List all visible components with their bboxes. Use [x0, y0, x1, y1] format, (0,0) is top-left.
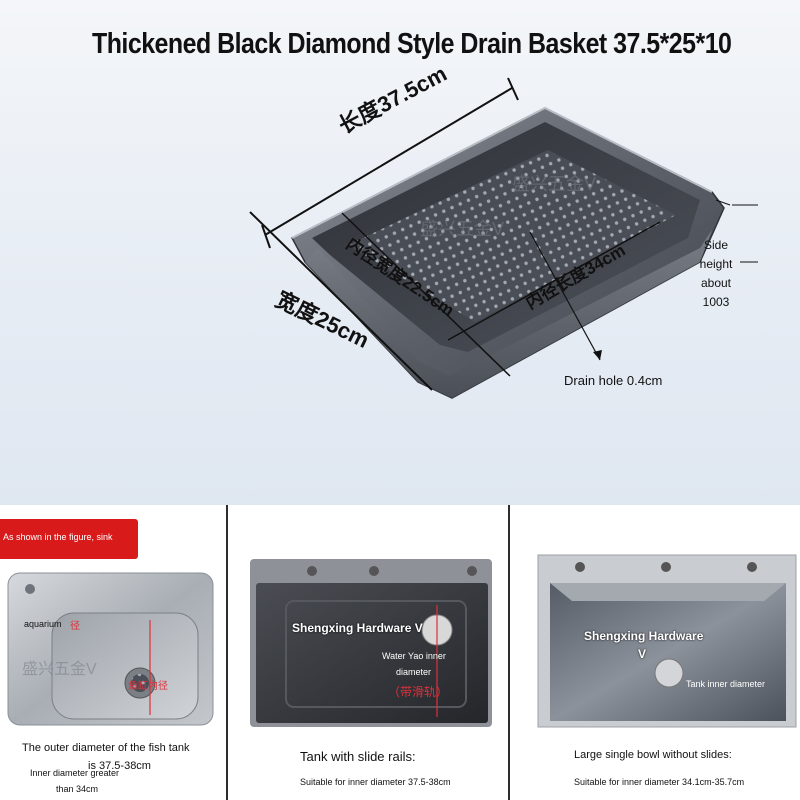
steel-sink-illustration — [7, 572, 214, 726]
inner-diameter-label: diameter — [396, 667, 432, 677]
caption-title: Large single bowl without slides: — [574, 749, 732, 761]
aquarium-label: aquarium — [24, 619, 62, 629]
caption-line: The outer diameter of the fish tank — [22, 742, 190, 754]
watermark: 盛兴五金V — [512, 174, 597, 194]
caption-line: than 34cm — [56, 784, 99, 794]
caption-line: Inner diameter greater — [30, 768, 120, 778]
inner-diameter-label: Tank inner diameter — [686, 679, 766, 689]
inner-length-line — [447, 221, 661, 341]
inner-diameter-label: Water Yao inner — [382, 651, 446, 661]
note-tag: As shown in the figure, sink — [0, 519, 138, 559]
side-height-label: Side height about 1003 — [699, 238, 733, 309]
diameter-mark: 径 — [70, 621, 80, 632]
drain-basket-illustration — [249, 77, 758, 399]
panel-slide-rail-sink: Shengxing Hardware V Water Yao inner dia… — [226, 505, 508, 800]
basket-front-wall — [305, 230, 712, 398]
watermark: 盛兴五金V — [420, 219, 505, 239]
large-bowl-illustration — [537, 554, 797, 728]
product-title: Thickened Black Diamond Style Drain Bask… — [92, 28, 732, 60]
slide-rail-label: （带滑轨） — [388, 685, 449, 699]
length-dimension-line — [264, 87, 513, 236]
drain-hole-label: Drain hole 0.4cm — [564, 373, 663, 388]
brand-label: Shengxing Hardware — [584, 629, 704, 643]
caption-subtitle: Suitable for inner diameter 34.1cm-35.7c… — [574, 777, 745, 787]
caption-line: is 37.5-38cm — [88, 760, 151, 772]
panel-single-bowl-sink: Shengxing Hardware V Tank inner diameter… — [508, 505, 800, 800]
width-dimension-line — [249, 211, 433, 391]
caption-title: Tank with slide rails: — [300, 749, 416, 764]
watermark: 盛兴五金V — [22, 661, 97, 678]
brand-label: Shengxing Hardware V — [292, 621, 423, 635]
inner-width-line — [341, 212, 511, 377]
black-sink-illustration — [250, 559, 492, 727]
product-hero: Thickened Black Diamond Style Drain Bask… — [0, 0, 800, 505]
perforated-floor — [348, 150, 676, 322]
tank-inner-diameter-mark: 鱼缸内径 — [128, 681, 168, 692]
panel-fish-tank-sink: As shown in the figure, sink aquarium 径 … — [0, 505, 226, 800]
brand-label: V — [638, 647, 647, 661]
caption-subtitle: Suitable for inner diameter 37.5-38cm — [300, 777, 451, 787]
